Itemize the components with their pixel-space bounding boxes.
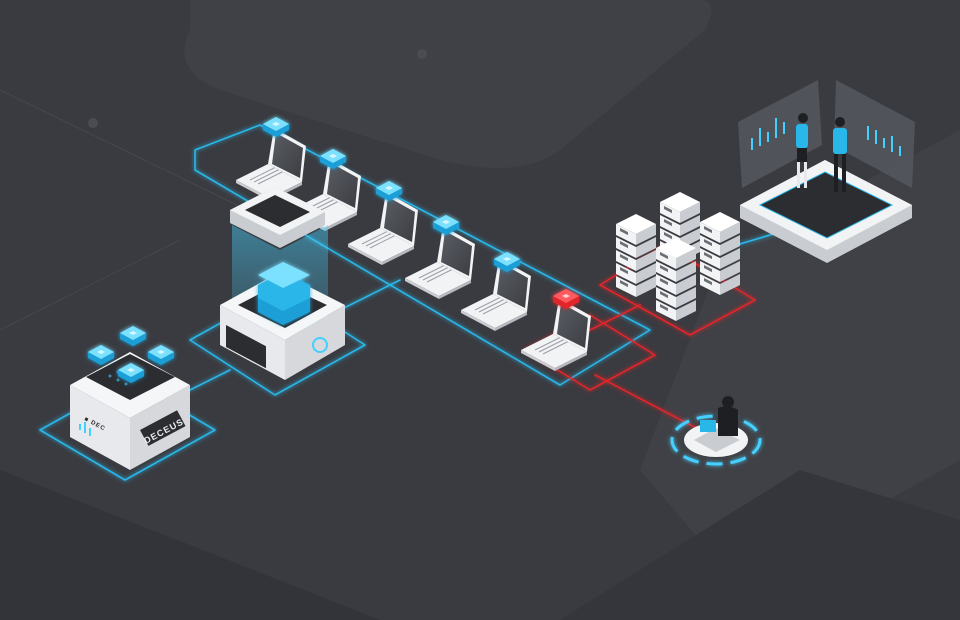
analytics-screen-right [834,80,915,188]
device-bars-icon [79,422,91,436]
red-link-to-servers [589,304,641,331]
bg-dot-2 [417,49,427,59]
hub-base-front-right [285,305,345,380]
laptop-hexagon-icon-2 [320,149,346,169]
laptop-4 [405,226,475,299]
device-hexagon-icon-4 [118,363,144,383]
bg-shape-top [184,0,712,168]
laptop-3 [348,192,418,265]
laptop-hexagon-icon-4 [433,215,459,235]
hub-hexagon-stack-icon [258,262,310,325]
server-cluster [616,192,740,321]
attacker-head [722,396,734,408]
alert-red-hexagon-icon [553,289,579,309]
laptop-hexagon-icon-5 [494,252,520,272]
laptop-hexagon-icon-3 [376,181,402,201]
device-base-front-left [70,385,130,470]
bg-dot-1 [88,118,98,128]
attacker-ring-outer [670,414,762,466]
server-rack-4 [656,238,696,321]
device-hexagon-icon-1 [120,326,146,346]
attacker-monitor [700,420,716,432]
analytics-station [738,80,915,263]
server-rack-3 [700,212,740,295]
bg-shape-bottom [0,470,380,620]
analytics-platform-inset [758,171,894,239]
bg-shape-bottom-right [560,470,960,620]
analytics-screen-left [738,80,822,188]
hub-device [220,187,345,380]
device-hexagon-icon-2 [88,345,114,365]
device-hexagon-icon-3 [148,345,174,365]
analytics-chart-right [867,126,901,156]
hub-gauge-icon [312,337,328,353]
device-token-cluster [88,326,174,383]
analytics-chart-left [751,118,785,150]
laptop-hexagon-icon-1 [263,117,289,137]
attacker-station [670,396,762,466]
device-front-panel [140,410,186,446]
attacker-body [718,406,738,436]
attacker-desk [694,428,740,452]
laptop-2 [291,158,361,231]
red-link-to-attacker [594,374,701,431]
cyan-link-laptop-row [194,124,651,386]
laptop-6 [521,298,591,371]
analyst-person-1 [796,113,808,188]
hub-top-screen [245,195,310,227]
server-rack-1 [616,214,656,297]
deceus-device: DECEUS ■ DEC [70,326,190,470]
bg-shape-right [640,130,960,567]
bg-line-2 [0,239,181,331]
laptop-row [236,117,591,371]
hub-panel [226,325,266,369]
analyst-person-2 [833,117,847,192]
laptop-5 [461,258,531,331]
